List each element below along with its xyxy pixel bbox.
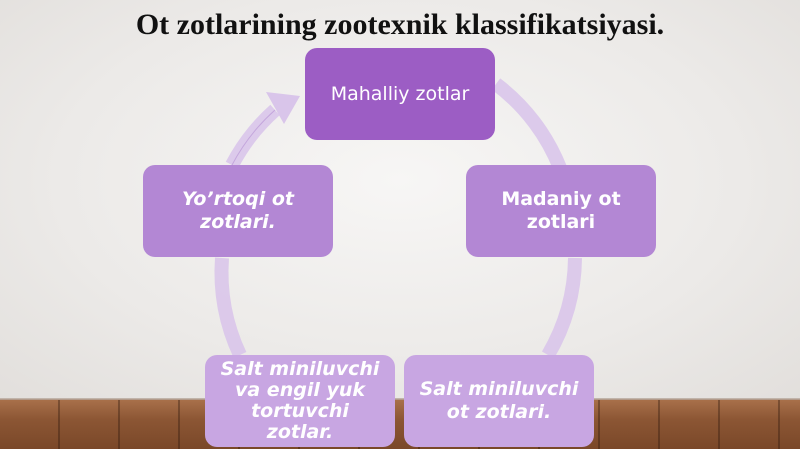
cycle-arrowhead: [266, 92, 300, 124]
node-salt-miniluvchi-ot-zotlari: Salt miniluvchi ot zotlari.: [404, 355, 594, 447]
slide-title: Ot zotlarining zootexnik klassifikatsiya…: [135, 8, 665, 41]
node-mahalliy-zotlar: Mahalliy zotlar: [305, 48, 495, 140]
wooden-floor: [0, 400, 800, 449]
node-salt-miniluvchi-va-engil-yuk: Salt miniluvchi va engil yuk tortuvchi z…: [205, 355, 395, 447]
node-madaniy-ot-zotlari: Madaniy ot zotlari: [466, 165, 656, 257]
cycle-arrow-5: [225, 104, 280, 169]
cycle-arrow-2: [541, 257, 582, 359]
cycle-arrow-4: [214, 257, 247, 358]
node-yortoqi-ot-zotlari: Yo’rtoqi ot zotlari.: [143, 165, 333, 257]
cycle-arrow-1: [491, 78, 567, 171]
